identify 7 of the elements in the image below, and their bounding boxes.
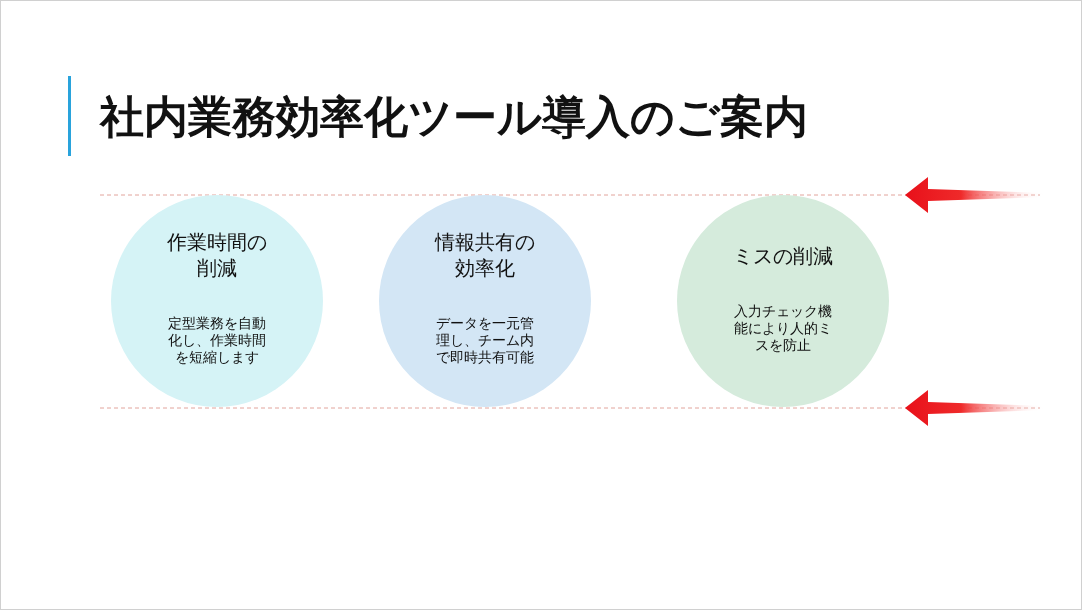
- card-description: データを一元管理し、チーム内で即時共有可能: [435, 315, 535, 366]
- card-heading: 情報共有の効率化: [433, 229, 536, 281]
- card-heading: 作業時間の削減: [166, 229, 268, 281]
- slide-title: 社内業務効率化ツール導入のご案内: [100, 90, 808, 144]
- card-description: 定型業務を自動化し、作業時間を短縮します: [167, 315, 267, 366]
- card-heading: ミスの削減: [732, 243, 834, 269]
- card-description: 入力チェック機能により人的ミスを防止: [733, 303, 833, 354]
